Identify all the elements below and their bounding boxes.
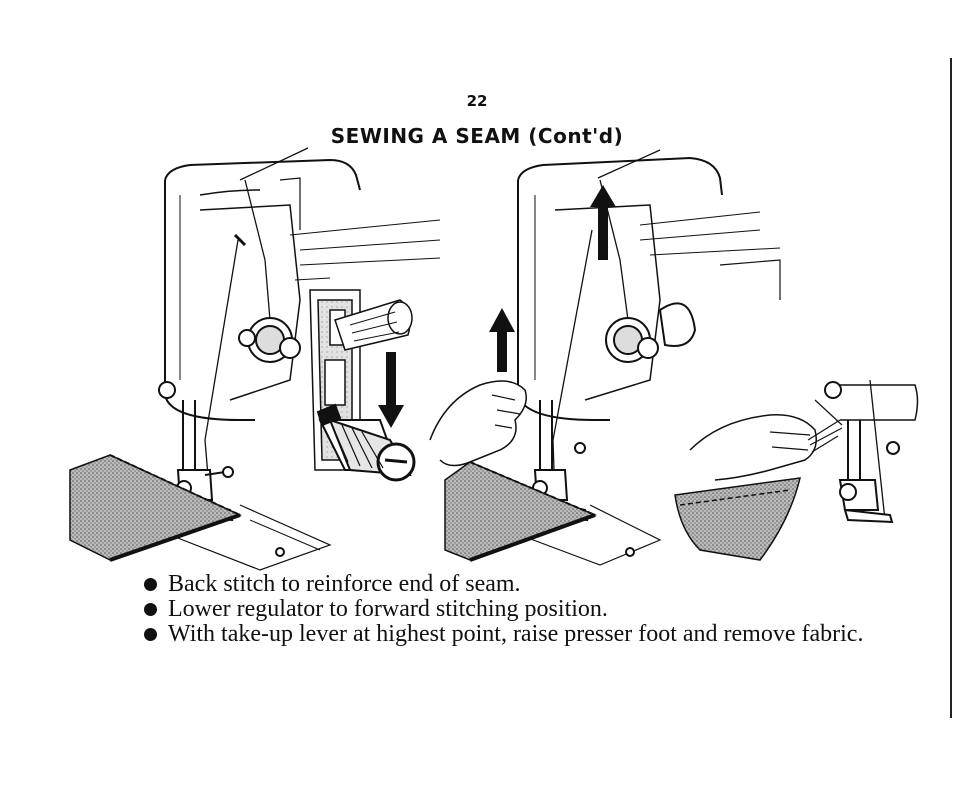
instruction-item: Back stitch to reinforce end of seam. [144,572,874,597]
page-edge-line [950,58,952,718]
instruction-text: Back stitch to reinforce end of seam. [168,571,521,597]
stitch-regulator-lever-icon [309,289,416,482]
section-title: SEWING A SEAM (Cont'd) [330,124,624,148]
instruction-item: Lower regulator to forward stitching pos… [144,597,874,622]
up-arrow-icon [489,185,616,372]
sewing-machine-backstitch-icon [69,147,441,571]
page-number: 22 [466,92,488,110]
bullet-icon [144,628,157,641]
sewing-machine-remove-fabric-icon [429,149,781,566]
presser-foot-closeup-icon [674,379,919,561]
instruction-text: Lower regulator to forward stitching pos… [168,596,608,622]
instruction-text: With take-up lever at highest point, rai… [168,621,864,647]
bullet-icon [144,578,157,591]
down-arrow-icon [378,352,404,428]
instruction-list: Back stitch to reinforce end of seam. Lo… [144,572,874,647]
bullet-icon [144,603,157,616]
instruction-item: With take-up lever at highest point, rai… [144,622,874,647]
